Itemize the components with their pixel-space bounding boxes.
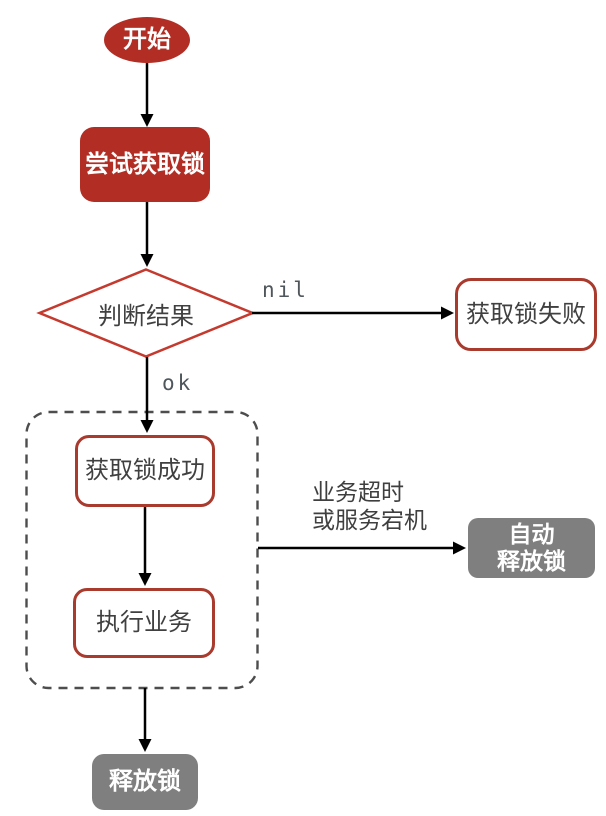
auto-release-lock-node: 自动 释放锁 <box>468 518 595 578</box>
auto-release-lock-label-line1: 自动 <box>508 521 555 547</box>
execute-business-label: 执行业务 <box>96 609 192 637</box>
arrowhead-decision-to-success <box>140 420 154 433</box>
acquire-lock-success-node: 获取锁成功 <box>75 435 215 507</box>
auto-release-lock-label-line2: 释放锁 <box>497 548 566 574</box>
arrowhead-start-to-try <box>140 114 154 127</box>
edge-label-nil: nil <box>262 278 309 302</box>
lock-held-group-container <box>25 410 259 690</box>
arrowhead-decision-to-failed <box>441 306 454 320</box>
judge-result-node: 判断结果 <box>40 270 252 357</box>
acquire-lock-failed-node: 获取锁失败 <box>455 278 597 351</box>
timeout-note-line2: 或服务宕机 <box>312 507 427 533</box>
arrowhead-group-to-release <box>138 739 152 752</box>
release-lock-label: 释放锁 <box>109 768 181 796</box>
start-node-label: 开始 <box>123 26 171 54</box>
judge-result-label: 判断结果 <box>98 303 194 330</box>
timeout-note-line1: 业务超时 <box>312 479 404 505</box>
edge-label-ok: ok <box>162 371 194 395</box>
acquire-lock-failed-label: 获取锁失败 <box>466 300 586 328</box>
arrowhead-group-to-autorelease <box>453 541 466 555</box>
execute-business-node: 执行业务 <box>73 588 215 658</box>
try-acquire-lock-node: 尝试获取锁 <box>80 127 210 202</box>
start-node: 开始 <box>104 17 190 63</box>
arrowhead-try-to-decision <box>140 254 154 267</box>
acquire-lock-success-label: 获取锁成功 <box>85 457 205 485</box>
arrowhead-success-to-execute <box>138 573 152 586</box>
timeout-note: 业务超时 或服务宕机 <box>312 478 427 534</box>
release-lock-node: 释放锁 <box>92 754 198 810</box>
decision-diamond-shape <box>36 268 256 358</box>
try-acquire-lock-label: 尝试获取锁 <box>85 150 205 178</box>
